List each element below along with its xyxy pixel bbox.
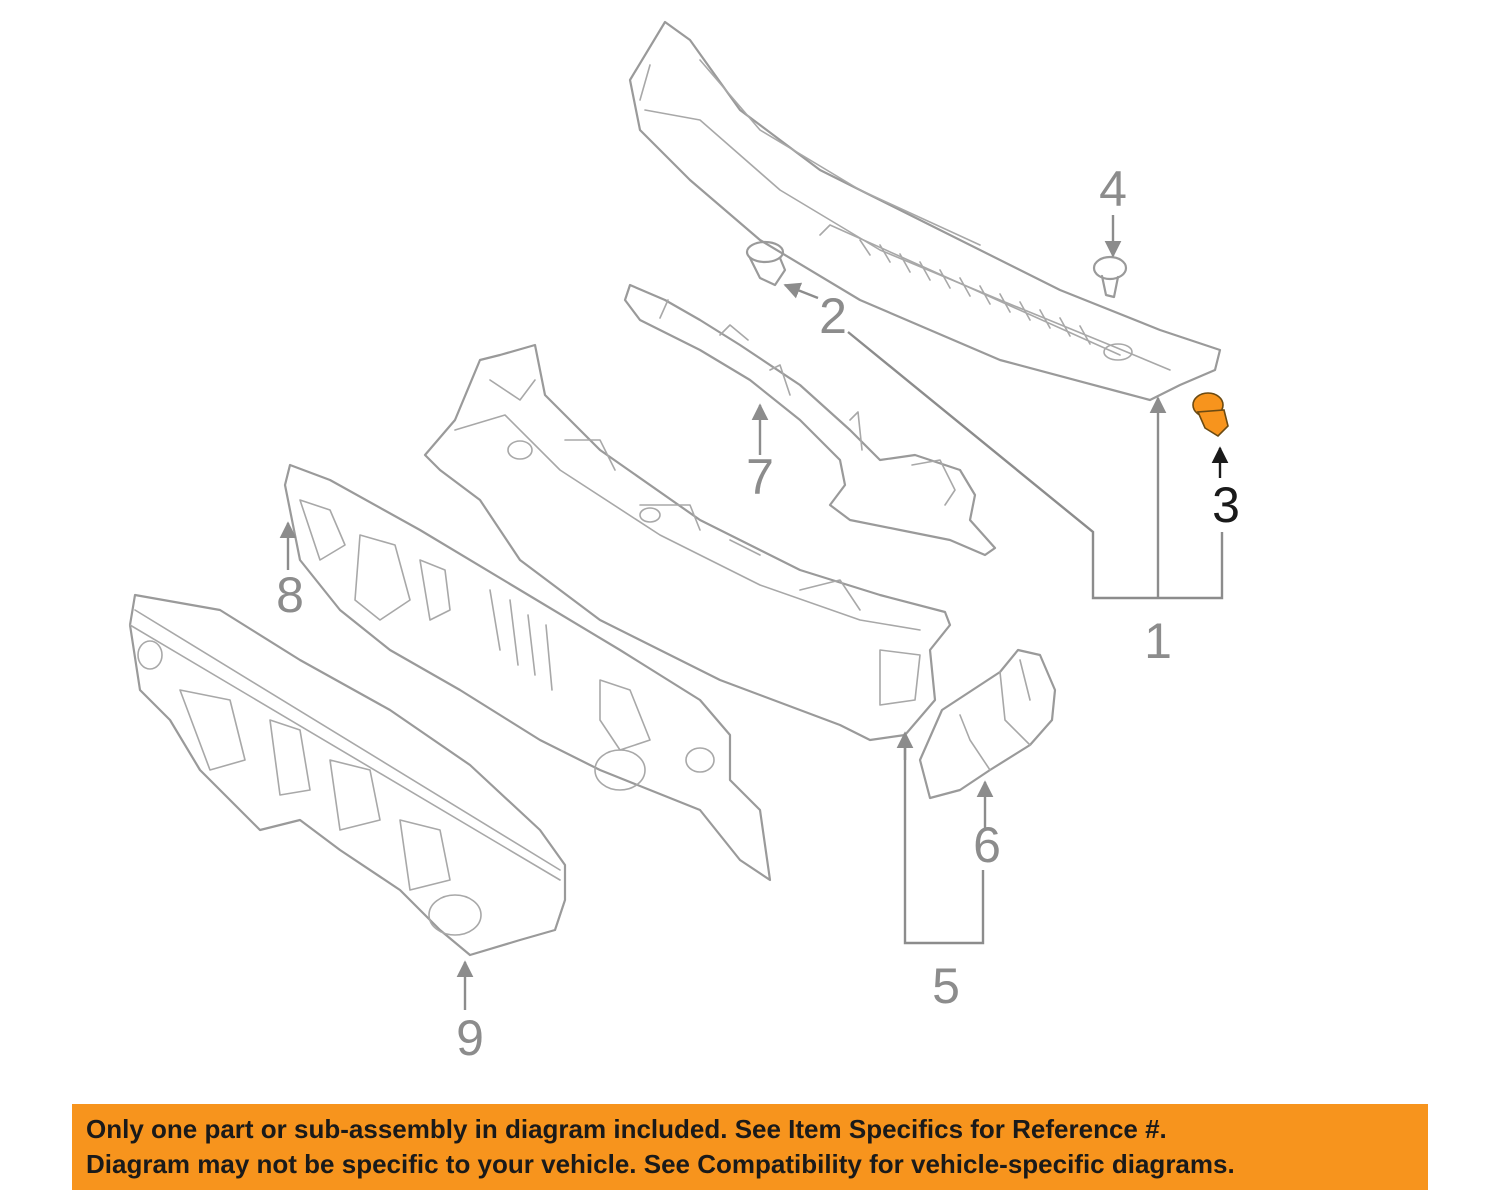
part-7-reinforcement	[623, 283, 997, 557]
callout-numbers: 1 2 3 4 5 6 7 8 9	[276, 161, 1240, 1066]
callout-2: 2	[819, 288, 847, 344]
leader-lines	[279, 215, 1229, 1010]
callout-7: 7	[746, 449, 774, 505]
callout-3: 3	[1212, 477, 1240, 533]
part-6-bracket	[918, 648, 1057, 800]
part-8-dash-panel	[283, 463, 772, 882]
disclaimer-line-2: Diagram may not be specific to your vehi…	[86, 1149, 1235, 1179]
parts-diagram: 1 2 3 4 5 6 7 8 9	[128, 20, 1240, 1066]
disclaimer-line-1: Only one part or sub-assembly in diagram…	[86, 1114, 1167, 1144]
callout-1: 1	[1144, 613, 1172, 669]
part-5-cowl-inner-panel	[423, 343, 952, 742]
part-9-insulator	[128, 593, 567, 957]
callout-4: 4	[1099, 161, 1127, 217]
callout-8: 8	[276, 567, 304, 623]
callout-5: 5	[932, 958, 960, 1014]
part-3-clip-highlighted	[1192, 392, 1229, 438]
callout-6: 6	[973, 817, 1001, 873]
part-2-clip	[745, 240, 787, 287]
callout-9: 9	[456, 1010, 484, 1066]
part-4-clip	[1092, 255, 1128, 299]
disclaimer-banner: Only one part or sub-assembly in diagram…	[72, 1104, 1428, 1190]
part-1-cowl-top-panel	[628, 20, 1222, 402]
